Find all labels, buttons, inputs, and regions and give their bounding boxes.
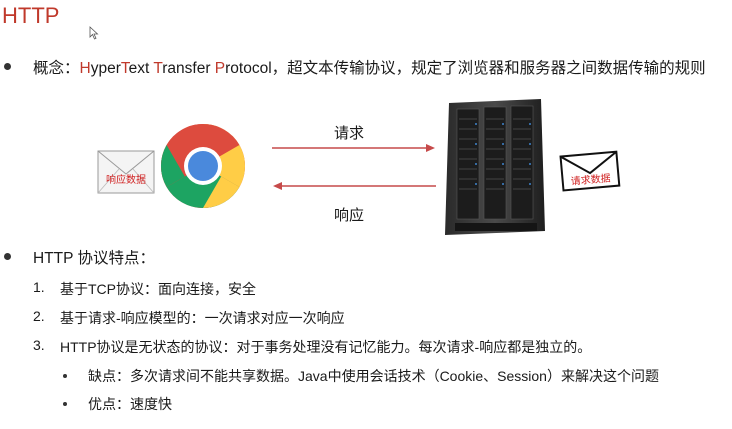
- list-item: 基于请求-响应模型的：一次请求对应一次响应: [60, 310, 345, 326]
- sub-bullet-icon: [63, 402, 67, 406]
- page-title: HTTP: [2, 3, 60, 28]
- bullet-icon: [4, 63, 11, 70]
- word-part-rotocol: rotocol: [225, 60, 272, 77]
- list-item: 基于TCP协议：面向连接，安全: [60, 281, 256, 297]
- acronym-letter-p: P: [214, 60, 226, 77]
- list-item-number: 2.: [33, 308, 45, 324]
- list-item-number: 3.: [33, 337, 45, 353]
- features-heading: HTTP 协议特点：: [33, 250, 155, 267]
- response-arrow-icon: [273, 182, 436, 190]
- word-part-ext: ext: [128, 60, 154, 77]
- concept-label: 概念：: [33, 60, 80, 77]
- sub-list-item: 缺点：多次请求间不能共享数据。Java中使用会话技术（Cookie、Sessio…: [88, 368, 659, 384]
- response-envelope-text: 响应数据: [106, 173, 146, 186]
- sub-bullet-icon: [63, 374, 67, 378]
- chrome-browser-icon: [160, 123, 246, 209]
- acronym-letter-t1: T: [120, 60, 129, 77]
- word-part-yper: yper: [90, 60, 121, 77]
- concept-line: 概念：HyperText Transfer Protocol，超文本传输协议，规…: [33, 56, 706, 78]
- mouse-cursor-icon: [89, 26, 99, 40]
- request-envelope-text: 请求数据: [570, 171, 611, 187]
- acronym-letter-h: H: [79, 60, 91, 77]
- response-envelope-icon: 响应数据: [97, 150, 155, 194]
- word-part-ransfer: ransfer: [162, 60, 215, 77]
- request-envelope-icon: 请求数据: [559, 150, 621, 192]
- request-arrow-icon: [272, 144, 435, 152]
- concept-description: ，超文本传输协议，规定了浏览器和服务器之间数据传输的规则: [271, 60, 706, 77]
- sub-list-item: 优点：速度快: [88, 396, 172, 412]
- list-item-number: 1.: [33, 279, 45, 295]
- request-label: 请求: [334, 125, 365, 142]
- acronym-letter-t2: T: [153, 60, 163, 77]
- list-item: HTTP协议是无状态的协议：对于事务处理没有记忆能力。每次请求-响应都是独立的。: [60, 339, 592, 355]
- response-label: 响应: [334, 207, 365, 224]
- bullet-icon: [4, 253, 11, 260]
- server-rack-icon: [445, 99, 545, 235]
